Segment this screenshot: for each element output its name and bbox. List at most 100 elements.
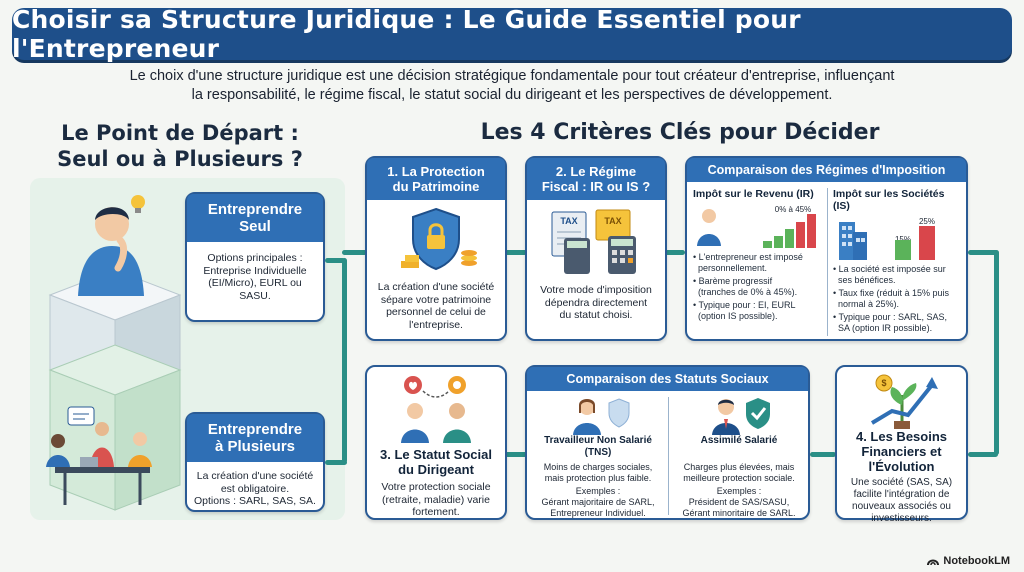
connector-line (665, 250, 685, 255)
criterion-2-body-line: du statut choisi. (559, 309, 633, 321)
connector-line (968, 452, 998, 457)
tns-column: Travailleur Non Salarié (TNS) Moins de c… (531, 395, 665, 519)
tns-body-line: Moins de charges sociales, (543, 462, 653, 472)
is-item: • Typique pour : SARL, SAS, SA (option I… (833, 312, 948, 333)
criterion-1-body-line: sépare votre patrimoine (380, 293, 492, 306)
tns-person-shield-icon (573, 398, 630, 435)
criterion-3-card: 3. Le Statut Social du Dirigeant Votre p… (365, 365, 507, 520)
solo-title-line-1: Entreprendre (207, 201, 303, 218)
ir-bar (807, 214, 816, 248)
salarie-body: Charges plus élevées, mais meilleure pro… (672, 462, 806, 519)
multi-title-line-2: à Plusieurs (214, 438, 296, 455)
salarie-body-line: Président de SAS/SASU, (688, 497, 790, 507)
connector-line (810, 452, 836, 457)
criteria-heading: Les 4 Critères Clés pour Décider (480, 120, 880, 145)
criterion-2-body: Votre mode d'imposition dépendra directe… (527, 278, 665, 322)
criterion-4-body-line: Une société (SAS, SA) (850, 477, 953, 488)
solo-card-header: Entreprendre Seul (187, 194, 323, 242)
page-title: Choisir sa Structure Juridique : Le Guid… (12, 5, 801, 63)
is-item-text: SA (option IR possible). (838, 323, 933, 333)
solo-body-line: Entreprise Individuelle (203, 264, 307, 277)
ir-item-text: Typique pour : EI, EURL (698, 300, 796, 310)
solo-card: Entreprendre Seul Options principales : … (185, 192, 325, 322)
tax-calculator-icon: TAX TAX (551, 209, 636, 274)
left-heading-line-1: Le Point de Départ : (61, 121, 299, 145)
is-item-text: normal à 25%). (838, 299, 900, 309)
criterion-1-body-line: La création d'une société (377, 281, 495, 293)
connector-line (342, 258, 347, 463)
social-comparison-card: Comparaison des Statuts Sociaux Travaill… (525, 365, 810, 520)
multi-body-line: La création d'une société (196, 470, 314, 482)
growth-plant-icon: $ (870, 374, 938, 429)
ir-chart: 0% à 45% (697, 205, 816, 248)
connector-line (342, 250, 367, 255)
left-heading-line-2: Seul ou à Plusieurs ? (57, 147, 303, 171)
is-column: Impôt sur les Sociétés (IS) 15% 25% • La… (833, 188, 963, 334)
building-icon (839, 222, 867, 260)
is-bar (895, 240, 911, 260)
ir-title: Impôt sur le Revenu (IR) (693, 188, 814, 200)
criterion-3-body: Votre protection sociale (retraite, mala… (367, 477, 505, 519)
criterion-3-title-line-1: 3. Le Statut Social (380, 447, 492, 462)
salarie-title: Assimilé Salarié (700, 435, 778, 446)
social-comparison-header: Comparaison des Statuts Sociaux (527, 367, 808, 391)
footer-label: NotebookLM (943, 555, 1010, 567)
tns-body-line: mais protection plus faible. (544, 473, 652, 483)
tax-label-1: TAX (560, 216, 577, 226)
criterion-4-body-line: facilite l'intégration de (853, 489, 950, 500)
ir-item-text: Barème progressif (698, 276, 773, 286)
social-divider (668, 397, 669, 515)
solo-body-line: Options principales : (207, 252, 303, 264)
criterion-2-title-line-1: 2. Le Régime (555, 164, 637, 179)
is-item-text: Typique pour : SARL, SAS, (838, 312, 948, 322)
criterion-4-card: $ 4. Les Besoins Financiers et l'Évoluti… (835, 365, 968, 524)
multi-body-line: est obligatoire. (220, 482, 290, 495)
ir-item-text: personnellement. (698, 263, 768, 273)
solo-body: Options principales : Entreprise Individ… (187, 242, 323, 302)
notebooklm-logo-icon (927, 559, 940, 566)
criterion-4-title-line-1: 4. Les Besoins (855, 429, 948, 444)
tax-label-2: TAX (604, 216, 621, 226)
tax-divider (827, 188, 828, 336)
ir-item-text: L'entrepreneur est imposé (698, 252, 803, 262)
is-bar (919, 226, 935, 260)
tns-body: Moins de charges sociales, mais protecti… (531, 462, 665, 519)
multi-body: La création d'une société est obligatoir… (187, 462, 323, 508)
salarie-body-line: Gérant minoritaire de SARL. (682, 508, 796, 518)
title-banner: Choisir sa Structure Juridique : Le Guid… (12, 5, 1012, 63)
criterion-2-body-line: dépendra directement (544, 296, 648, 309)
footer-brand: NotebookLM (927, 555, 1010, 567)
criterion-2-title-line-2: Fiscal : IR ou IS ? (541, 179, 651, 194)
criterion-3-title: 3. Le Statut Social du Dirigeant (367, 447, 505, 477)
solo-title-line-2: Seul (239, 218, 271, 235)
ir-bar (763, 241, 772, 248)
connector-line (994, 250, 999, 455)
shield-lock-icon (401, 207, 477, 271)
tns-body-line: Entrepreneur Individuel. (550, 508, 646, 518)
criterion-4-body: Une société (SAS, SA) facilite l'intégra… (837, 474, 966, 525)
criterion-4-body-line: nouveaux associés ou (852, 501, 951, 512)
tax-comparison-card: Comparaison des Régimes d'Imposition Imp… (685, 156, 968, 341)
is-item: • Taux fixe (réduit à 15% puis normal à … (833, 288, 950, 309)
ir-rate-label: 0% à 45% (775, 205, 811, 214)
is-item-text: ses bénéfices. (838, 275, 896, 285)
thinking-person-icon (78, 195, 145, 296)
tns-title-line-2: (TNS) (584, 447, 612, 458)
salarie-column: Assimilé Salarié Charges plus élevées, m… (672, 395, 806, 519)
salarie-body-line: meilleure protection sociale. (683, 473, 795, 483)
connector-line (505, 452, 527, 457)
tns-title: Travailleur Non Salarié (TNS) (531, 435, 665, 459)
solo-body-line: (EI/Micro), EURL ou (208, 277, 302, 289)
salarie-body-line: Charges plus élevées, mais (683, 462, 795, 472)
connector-line (505, 250, 527, 255)
criterion-2-header: 2. Le Régime Fiscal : IR ou IS ? (527, 158, 665, 200)
ir-bar (796, 222, 805, 248)
criterion-3-body-line: Votre protection sociale (381, 481, 491, 493)
svg-text:$: $ (881, 378, 886, 388)
criterion-1-body-line: l'entreprise. (409, 318, 463, 331)
team-meeting-icon (46, 406, 152, 505)
ir-item: • Barème progressif (tranches de 0% à 45… (693, 276, 798, 297)
is-item: • La société est imposée sur ses bénéfic… (833, 264, 946, 285)
tns-title-line-1: Travailleur Non Salarié (544, 435, 652, 446)
is-chart: 15% 25% (839, 217, 935, 260)
